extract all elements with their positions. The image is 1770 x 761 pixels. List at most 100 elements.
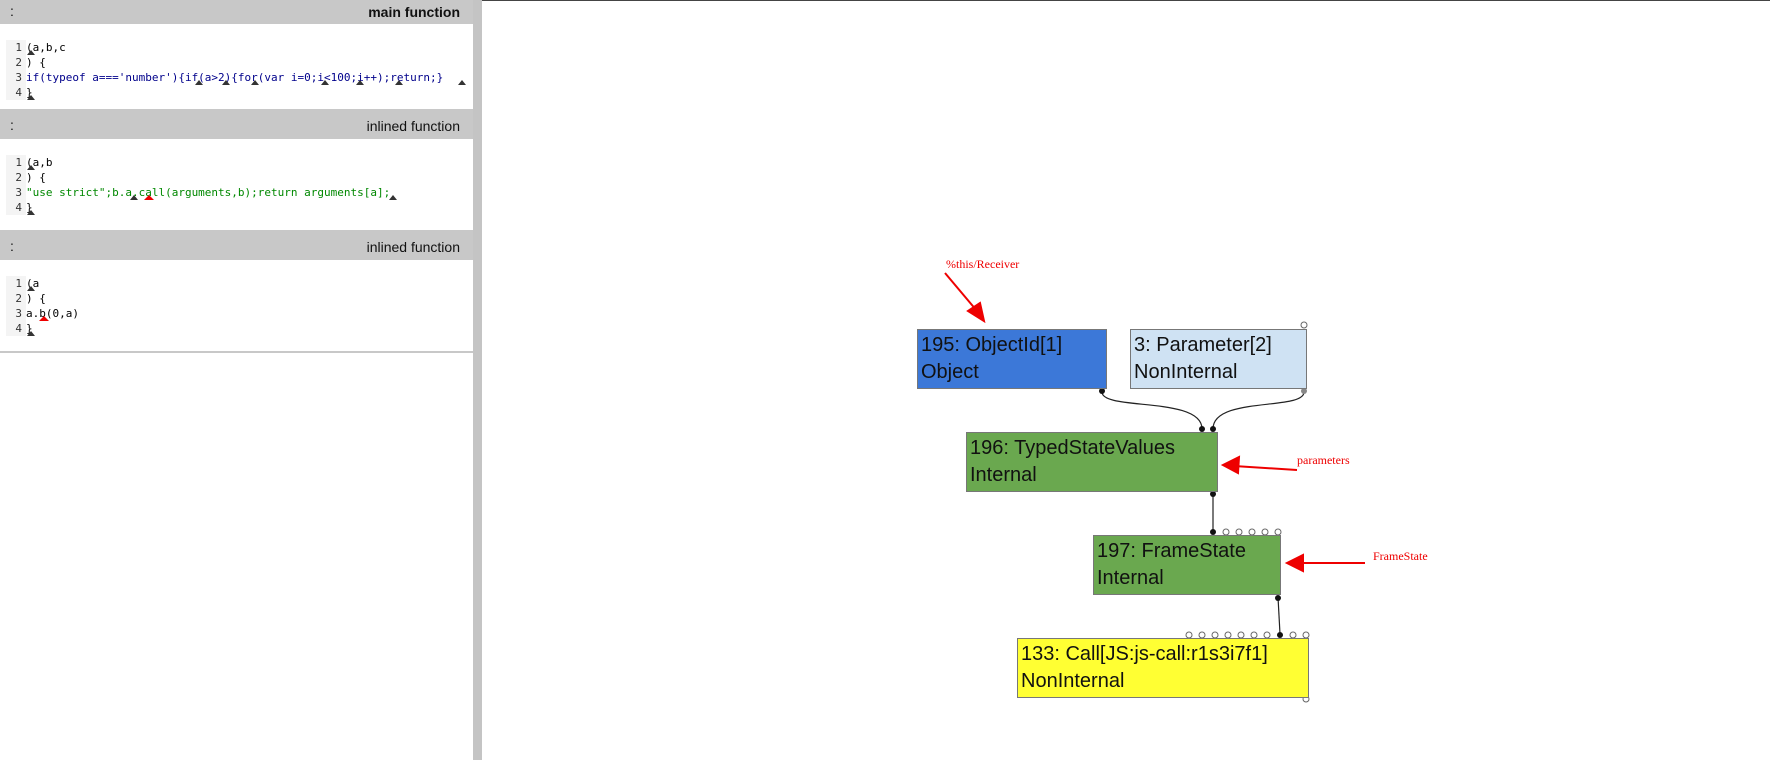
- position-marker[interactable]: [130, 195, 138, 200]
- node-label: 197: FrameState: [1097, 540, 1246, 562]
- position-marker-active[interactable]: [39, 316, 49, 321]
- section-colon: :: [10, 117, 14, 133]
- code-line: 1(a,b: [6, 155, 473, 170]
- line-number: 2: [6, 170, 26, 185]
- line-number: 4: [6, 200, 26, 215]
- code-text: ) {: [26, 292, 46, 305]
- annotation-arrow-parameters: [1233, 465, 1298, 471]
- code-line: 3"use strict";b.a.call(arguments,b);retu…: [6, 185, 473, 200]
- graph-node-3[interactable]: 3: Parameter[2] NonInternal: [1130, 329, 1307, 389]
- line-number: 3: [6, 185, 26, 200]
- line-number: 1: [6, 155, 26, 170]
- port-out-3: [1301, 388, 1307, 394]
- line-number: 2: [6, 55, 26, 70]
- code-line: 2) {: [6, 170, 473, 185]
- position-marker[interactable]: [389, 195, 397, 200]
- position-marker[interactable]: [458, 80, 466, 85]
- port-out: [1210, 491, 1216, 497]
- arrowhead: [1220, 455, 1241, 475]
- port-empty: [1300, 321, 1308, 329]
- arrowhead: [1284, 553, 1304, 573]
- code-line: 1(a,b,c: [6, 40, 473, 55]
- port-in: [1210, 529, 1216, 535]
- line-number: 4: [6, 321, 26, 336]
- position-marker[interactable]: [222, 80, 230, 85]
- section-header[interactable]: : inlined function: [0, 111, 473, 139]
- position-marker-active[interactable]: [144, 195, 154, 200]
- graph-node-195[interactable]: 195: ObjectId[1] Object: [917, 329, 1107, 389]
- section-colon: :: [10, 3, 14, 19]
- position-marker[interactable]: [251, 80, 259, 85]
- node-type: Internal: [970, 464, 1037, 486]
- code-text: }: [26, 201, 33, 214]
- annotation-receiver: %this/Receiver: [946, 257, 1020, 271]
- section-header[interactable]: : inlined function: [0, 232, 473, 260]
- line-number: 3: [6, 306, 26, 321]
- annotation-arrow-receiver: [944, 272, 978, 312]
- code-text: "use strict";b.a.call(arguments,b);retur…: [26, 186, 391, 199]
- section-colon: :: [10, 238, 14, 254]
- code-line: 4}: [6, 321, 473, 336]
- position-marker[interactable]: [395, 80, 403, 85]
- port-out: [1099, 388, 1105, 394]
- code-text: a.b(0,a): [26, 307, 79, 320]
- code-line: 2) {: [6, 55, 473, 70]
- annotation-parameters: parameters: [1297, 453, 1350, 467]
- line-number: 1: [6, 276, 26, 291]
- section-header[interactable]: : main function: [0, 0, 473, 24]
- code-text: (a,b,c: [26, 41, 66, 54]
- edge-195-196: [1101, 391, 1203, 430]
- node-label: 196: TypedStateValues: [970, 437, 1175, 459]
- code-line: 1(a: [6, 276, 473, 291]
- code-block: 1(a,b 2) { 3"use strict";b.a.call(argume…: [0, 139, 473, 215]
- arrowhead: [966, 301, 986, 324]
- graph-node-133[interactable]: 133: Call[JS:js-call:r1s3i7f1] NonIntern…: [1017, 638, 1309, 698]
- node-type: NonInternal: [1021, 670, 1125, 692]
- panel-splitter[interactable]: [473, 0, 482, 760]
- code-line: 2) {: [6, 291, 473, 306]
- line-number: 4: [6, 85, 26, 100]
- position-marker[interactable]: [195, 80, 203, 85]
- code-text: if(typeof a==='number'){if(a>2){for(var …: [26, 71, 444, 84]
- code-text: }: [26, 322, 33, 335]
- code-text: }: [26, 86, 33, 99]
- node-label: 3: Parameter[2]: [1134, 334, 1272, 356]
- graph-canvas[interactable]: 195: ObjectId[1] Object 3: Parameter[2] …: [482, 0, 1770, 760]
- position-marker[interactable]: [27, 331, 35, 336]
- port-in: [1199, 426, 1205, 432]
- line-number: 1: [6, 40, 26, 55]
- position-marker[interactable]: [27, 165, 35, 170]
- position-marker[interactable]: [356, 80, 364, 85]
- node-type: NonInternal: [1134, 361, 1238, 383]
- node-type: Internal: [1097, 567, 1164, 589]
- code-text: ) {: [26, 171, 46, 184]
- source-section-inlined-1: : inlined function 1(a,b 2) { 3"use stri…: [0, 111, 473, 232]
- section-title: inlined function: [366, 239, 460, 255]
- position-marker[interactable]: [27, 50, 35, 55]
- edge-3-196: [1212, 391, 1305, 430]
- position-marker[interactable]: [27, 210, 35, 215]
- code-line: 4}: [6, 200, 473, 215]
- annotation-framestate: FrameState: [1373, 549, 1428, 563]
- node-label: 133: Call[JS:js-call:r1s3i7f1]: [1021, 643, 1268, 665]
- graph-node-197[interactable]: 197: FrameState Internal: [1093, 535, 1281, 595]
- position-marker[interactable]: [27, 286, 35, 291]
- edge-197-133: [1277, 596, 1281, 635]
- graph-node-196[interactable]: 196: TypedStateValues Internal: [966, 432, 1218, 492]
- line-number: 2: [6, 291, 26, 306]
- code-line: 4}: [6, 85, 473, 100]
- node-label: 195: ObjectId[1]: [921, 334, 1063, 356]
- position-marker[interactable]: [27, 95, 35, 100]
- code-text: ) {: [26, 56, 46, 69]
- port-in: [1210, 426, 1216, 432]
- section-title: inlined function: [366, 118, 460, 134]
- position-marker[interactable]: [321, 80, 329, 85]
- line-number: 3: [6, 70, 26, 85]
- node-type: Object: [921, 361, 979, 383]
